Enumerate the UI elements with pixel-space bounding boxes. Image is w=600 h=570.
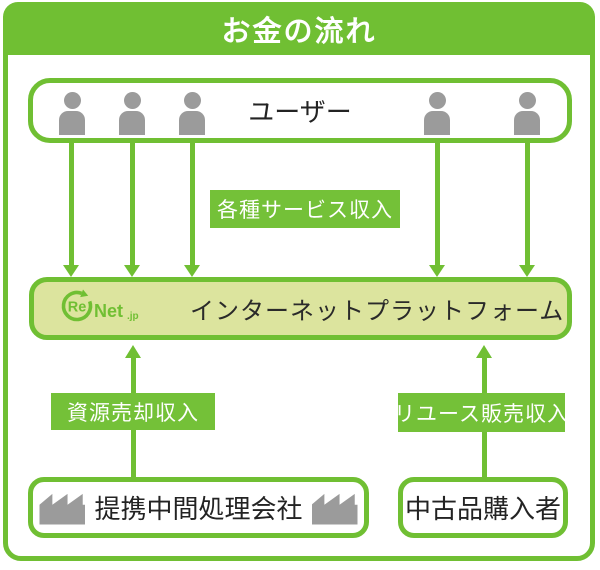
user-head (63, 92, 81, 109)
user-head (183, 92, 201, 109)
partner-company-box: 提携中間処理会社 (28, 477, 369, 538)
platform-box (29, 277, 572, 340)
down-arrow-line (190, 143, 195, 266)
partner-company-label: 提携中間処理会社 (94, 494, 303, 524)
user-torso (119, 111, 145, 135)
factory-icon (39, 493, 86, 525)
logo-re-text: Re (68, 300, 87, 316)
page-title: お金の流れ (221, 15, 377, 48)
platform-label: インターネットプラットフォーム (190, 298, 565, 325)
user-icon (119, 92, 145, 135)
renet-jp-logo-icon: Re Net .jp (61, 289, 139, 322)
up-arrow-head-icon (125, 345, 141, 358)
user-head (428, 92, 446, 109)
user-icon (514, 92, 540, 135)
down-arrow-line (525, 143, 530, 266)
reuse-income-label: リユース販売収入 (394, 393, 568, 432)
resource-income-label: 資源売却収入 (51, 393, 215, 430)
down-arrow-line (435, 143, 440, 266)
down-arrow-head-icon (63, 265, 79, 277)
down-arrow-line (69, 143, 74, 266)
down-arrow-head-icon (124, 265, 140, 277)
up-arrow-head-icon (476, 345, 492, 358)
user-icon (179, 92, 205, 135)
service-income-label: 各種サービス収入 (210, 190, 400, 228)
user-icon (59, 92, 85, 135)
user-icon (424, 92, 450, 135)
user-head (518, 92, 536, 109)
logo-net-text: Net (94, 301, 123, 321)
down-arrow-head-icon (519, 265, 535, 277)
down-arrow-head-icon (184, 265, 200, 277)
users-box (28, 78, 572, 143)
user-torso (179, 111, 205, 135)
user-head (123, 92, 141, 109)
factory-icon (311, 493, 358, 525)
user-torso (514, 111, 540, 135)
down-arrow-head-icon (429, 265, 445, 277)
logo-jp-text: .jp (127, 311, 139, 322)
diagram-header: お金の流れ (3, 2, 595, 55)
user-torso (424, 111, 450, 135)
used-goods-buyer-label: 中古品購入者 (404, 494, 561, 524)
down-arrow-line (130, 143, 135, 266)
used-goods-buyer-box: 中古品購入者 (398, 477, 568, 538)
user-torso (59, 111, 85, 135)
